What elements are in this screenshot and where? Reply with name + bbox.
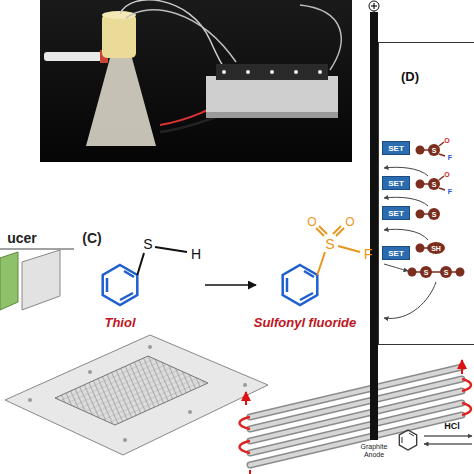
flow-cell-drawing (0, 250, 268, 455)
atom-symbol: O (444, 137, 449, 144)
electrode-label: Graphite Anode (354, 443, 394, 459)
atom-symbol: O (307, 216, 316, 228)
panel-letter: ucer (7, 231, 37, 245)
anode-bar: Graphite Anode (370, 12, 378, 440)
pyridine-equilibrium (399, 430, 472, 450)
atom-symbol: O (444, 171, 449, 178)
panel-letter: (C) (82, 231, 101, 245)
panel-frame: (D) SET SET SET SET (378, 42, 474, 345)
atom-symbol: H (191, 247, 201, 261)
reagent-label: HCl (444, 422, 460, 431)
setup-photo (40, 0, 352, 162)
tube-bundle (240, 360, 472, 474)
thiol-structure (103, 247, 187, 305)
atom-symbol: F (448, 154, 452, 161)
set-label: SET (383, 142, 409, 154)
panel-d-molecules (384, 142, 465, 318)
set-label: SET (383, 247, 409, 259)
atom-symbol: S (432, 181, 437, 188)
set-box: SET (382, 206, 410, 220)
compound-name: Sulfonyl fluoride (254, 316, 357, 329)
set-box: SET (382, 176, 410, 190)
atom-symbol: S (432, 211, 437, 218)
set-label: SET (383, 177, 409, 189)
anode-terminal (369, 1, 379, 12)
compound-name: Thiol (104, 316, 135, 329)
panel-letter: (D) (401, 69, 419, 84)
atom-symbol: S (432, 147, 437, 154)
atom-symbol: S (424, 269, 429, 276)
atom-symbol: O (345, 216, 354, 228)
set-box: SET (382, 246, 410, 260)
atom-symbol: S (143, 237, 152, 251)
reaction-arrow (205, 284, 256, 286)
atom-symbol: F (448, 188, 452, 195)
set-box: SET (382, 141, 410, 155)
sulfonyl-fluoride-structure (283, 226, 360, 305)
set-label: SET (383, 207, 409, 219)
panel-border (0, 249, 74, 250)
atom-symbol: SH (431, 245, 441, 252)
atom-symbol: S (325, 237, 334, 251)
atom-symbol: S (444, 269, 449, 276)
atom-symbol: F (364, 247, 373, 261)
